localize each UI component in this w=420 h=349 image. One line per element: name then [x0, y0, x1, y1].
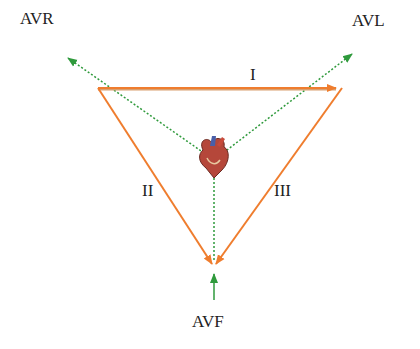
heart-illustration — [200, 136, 229, 178]
lead-name: AVR — [20, 10, 54, 27]
augmented-lead-axis — [68, 54, 352, 262]
lead-number: III — [274, 182, 291, 199]
lead-name: AVF — [192, 313, 224, 330]
lead-name: AVL — [352, 12, 385, 29]
lead-number: II — [142, 182, 153, 199]
limb-lead-line — [98, 88, 342, 264]
avf-arrow — [213, 274, 215, 300]
lead-number: I — [250, 66, 256, 83]
